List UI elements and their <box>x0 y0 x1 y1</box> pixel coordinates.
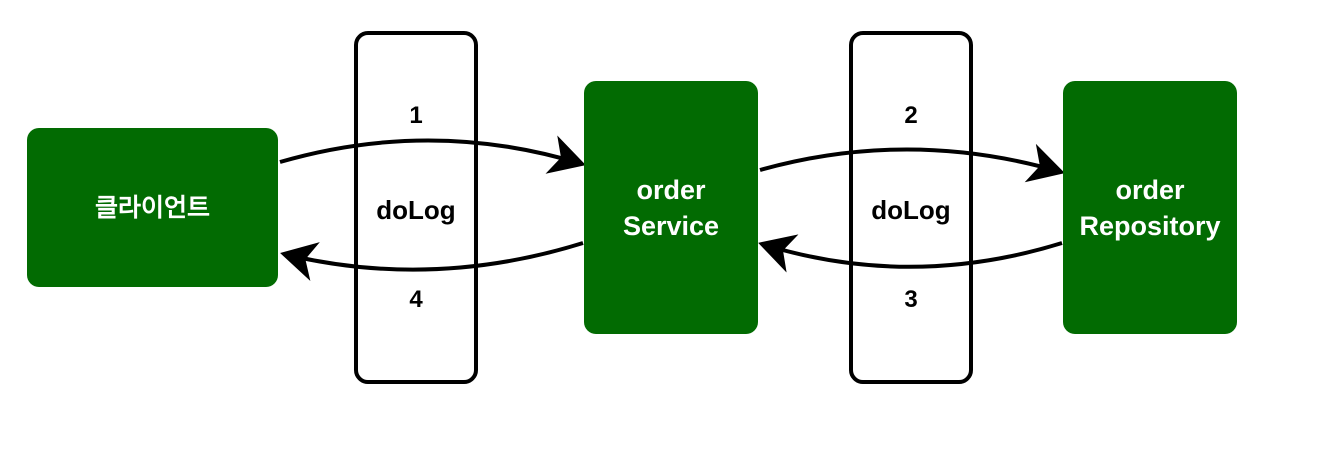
proxy-right-name: doLog <box>871 195 951 225</box>
proxy-box-left <box>354 31 478 384</box>
step-number-4: 4 <box>409 286 423 313</box>
client-label: 클라이언트 <box>94 193 210 222</box>
order-repository-node: order Repository <box>1063 81 1237 334</box>
step-number-2: 2 <box>904 102 918 129</box>
order-service-node: order Service <box>584 81 758 334</box>
order-repository-label-line2: Repository <box>1079 210 1221 241</box>
arrow-service-to-repository <box>759 143 1065 183</box>
arrow-service-to-client <box>280 241 584 281</box>
order-service-label-line2: Service <box>622 210 720 241</box>
arrow-repository-to-service <box>758 234 1063 273</box>
proxy-left-name: doLog <box>376 195 456 225</box>
step-number-3: 3 <box>904 286 918 313</box>
arrow-client-to-service <box>279 135 586 174</box>
client-node: 클라이언트 <box>27 128 278 287</box>
step-number-1: 1 <box>409 102 423 129</box>
order-service-label-line1: order <box>636 174 706 205</box>
order-repository-label-line1: order <box>1115 174 1185 205</box>
proxy-box-right <box>849 31 973 384</box>
